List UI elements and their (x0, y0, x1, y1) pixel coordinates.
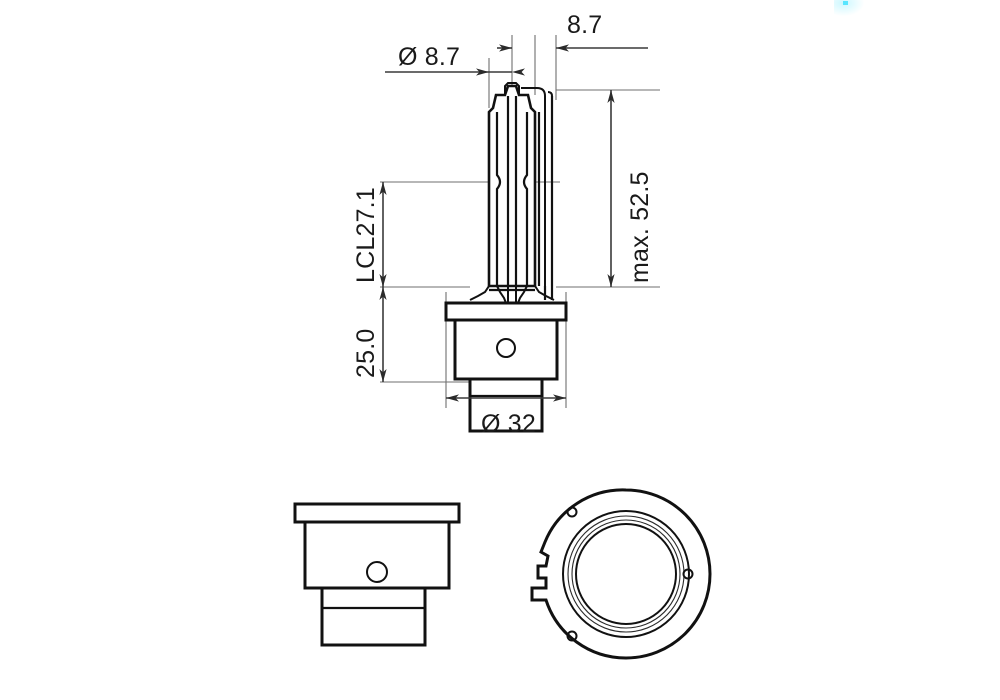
dim-label-base-flange-diameter: Ø 32 (481, 410, 536, 438)
locating-hole-lower-left (566, 630, 578, 642)
dim-label-overall-max-height: max. 52.5 (626, 171, 654, 283)
locating-hole-right (682, 568, 694, 580)
lamp-base (444, 301, 568, 433)
base-end-view (530, 488, 712, 660)
dim-light-center-length: LCL27.1 (352, 182, 387, 287)
dim-label-base-height: 25.0 (352, 329, 380, 378)
cyan-pixel-artifact (843, 1, 848, 5)
dim-arc-tube-diameter: Ø 8.7 (385, 43, 512, 76)
main-lamp-view: Ø 8.7 8.7 LCL27.1 25.0 (352, 11, 660, 438)
dim-label-light-center-length: LCL27.1 (352, 187, 380, 283)
locating-hole-upper-left (566, 506, 578, 518)
base-side-view (293, 502, 461, 647)
dim-overall-max-height: max. 52.5 (607, 90, 654, 287)
dim-arc-tube-offset: 8.7 (489, 11, 648, 76)
arc-tube-assembly (469, 82, 555, 304)
cyan-pixel-artifact-halo (834, 0, 864, 16)
dim-base-height: 25.0 (352, 287, 387, 382)
dim-base-flange-diameter: Ø 32 (446, 394, 566, 438)
dim-label-arc-tube-offset: 8.7 (567, 11, 602, 39)
dim-label-arc-tube-diameter: Ø 8.7 (398, 43, 460, 71)
